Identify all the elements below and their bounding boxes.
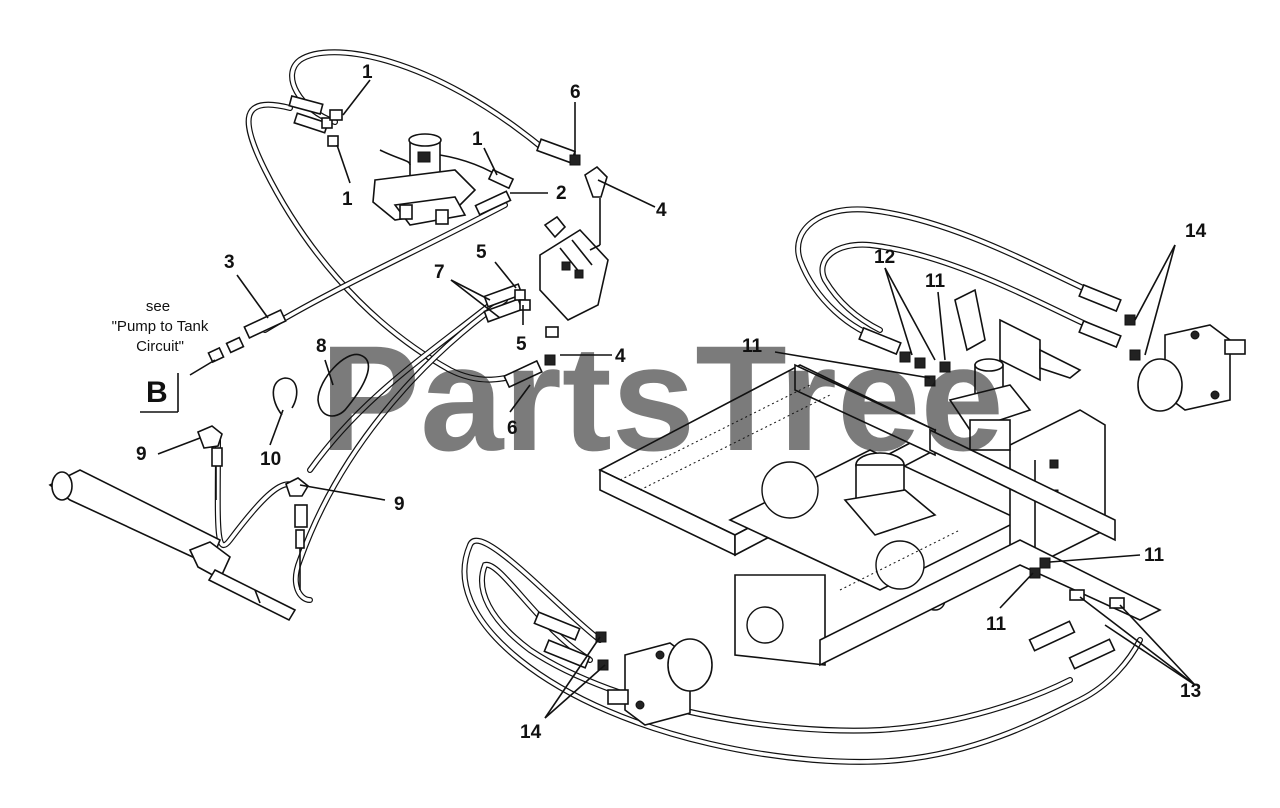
note-line-2: "Pump to Tank bbox=[112, 318, 209, 335]
control-valve bbox=[539, 198, 609, 321]
callout-1: 1 bbox=[472, 129, 483, 150]
callout-7: 7 bbox=[434, 262, 445, 283]
hydraulic-pump bbox=[372, 133, 515, 226]
callout-5: 5 bbox=[516, 334, 527, 355]
section-letter: B bbox=[146, 376, 168, 409]
callout-5: 5 bbox=[476, 242, 487, 263]
callout-14: 14 bbox=[1185, 221, 1207, 242]
callout-9: 9 bbox=[394, 494, 405, 515]
callout-9: 9 bbox=[136, 444, 147, 465]
callout-4: 4 bbox=[615, 346, 626, 367]
traction-frame bbox=[598, 288, 1162, 667]
callout-11: 11 bbox=[925, 271, 946, 292]
hose-fittings-left bbox=[196, 95, 608, 590]
watermark-text: PartsTree bbox=[320, 314, 1004, 482]
callout-11: 11 bbox=[1144, 545, 1165, 566]
callout-14: 14 bbox=[520, 722, 542, 743]
hose-fittings-right bbox=[533, 283, 1141, 671]
callout-10: 10 bbox=[260, 449, 281, 470]
hose-sleeve bbox=[317, 353, 370, 417]
callout-11: 11 bbox=[986, 614, 1007, 635]
note-line-1: see bbox=[146, 298, 170, 315]
callout-3: 3 bbox=[224, 252, 235, 273]
callout-8: 8 bbox=[316, 336, 327, 357]
callout-6: 6 bbox=[570, 82, 581, 103]
callout-1: 1 bbox=[362, 62, 373, 83]
callout-13: 13 bbox=[1180, 681, 1201, 702]
hydraulic-cylinder bbox=[48, 469, 297, 622]
callout-4: 4 bbox=[656, 200, 667, 221]
wheel-motor-right bbox=[1137, 324, 1246, 412]
callout-11: 11 bbox=[742, 336, 763, 357]
hose-assemblies-left bbox=[214, 49, 548, 603]
callout-6: 6 bbox=[507, 418, 518, 439]
hose-assemblies-right bbox=[461, 206, 1143, 765]
callout-12: 12 bbox=[874, 247, 895, 268]
wheel-motor-left bbox=[607, 638, 713, 726]
leader-lines bbox=[140, 79, 1196, 719]
note-line-3: Circuit" bbox=[136, 338, 184, 355]
callout-1: 1 bbox=[342, 189, 353, 210]
callout-2: 2 bbox=[556, 183, 567, 204]
hose-clamp bbox=[272, 377, 298, 416]
